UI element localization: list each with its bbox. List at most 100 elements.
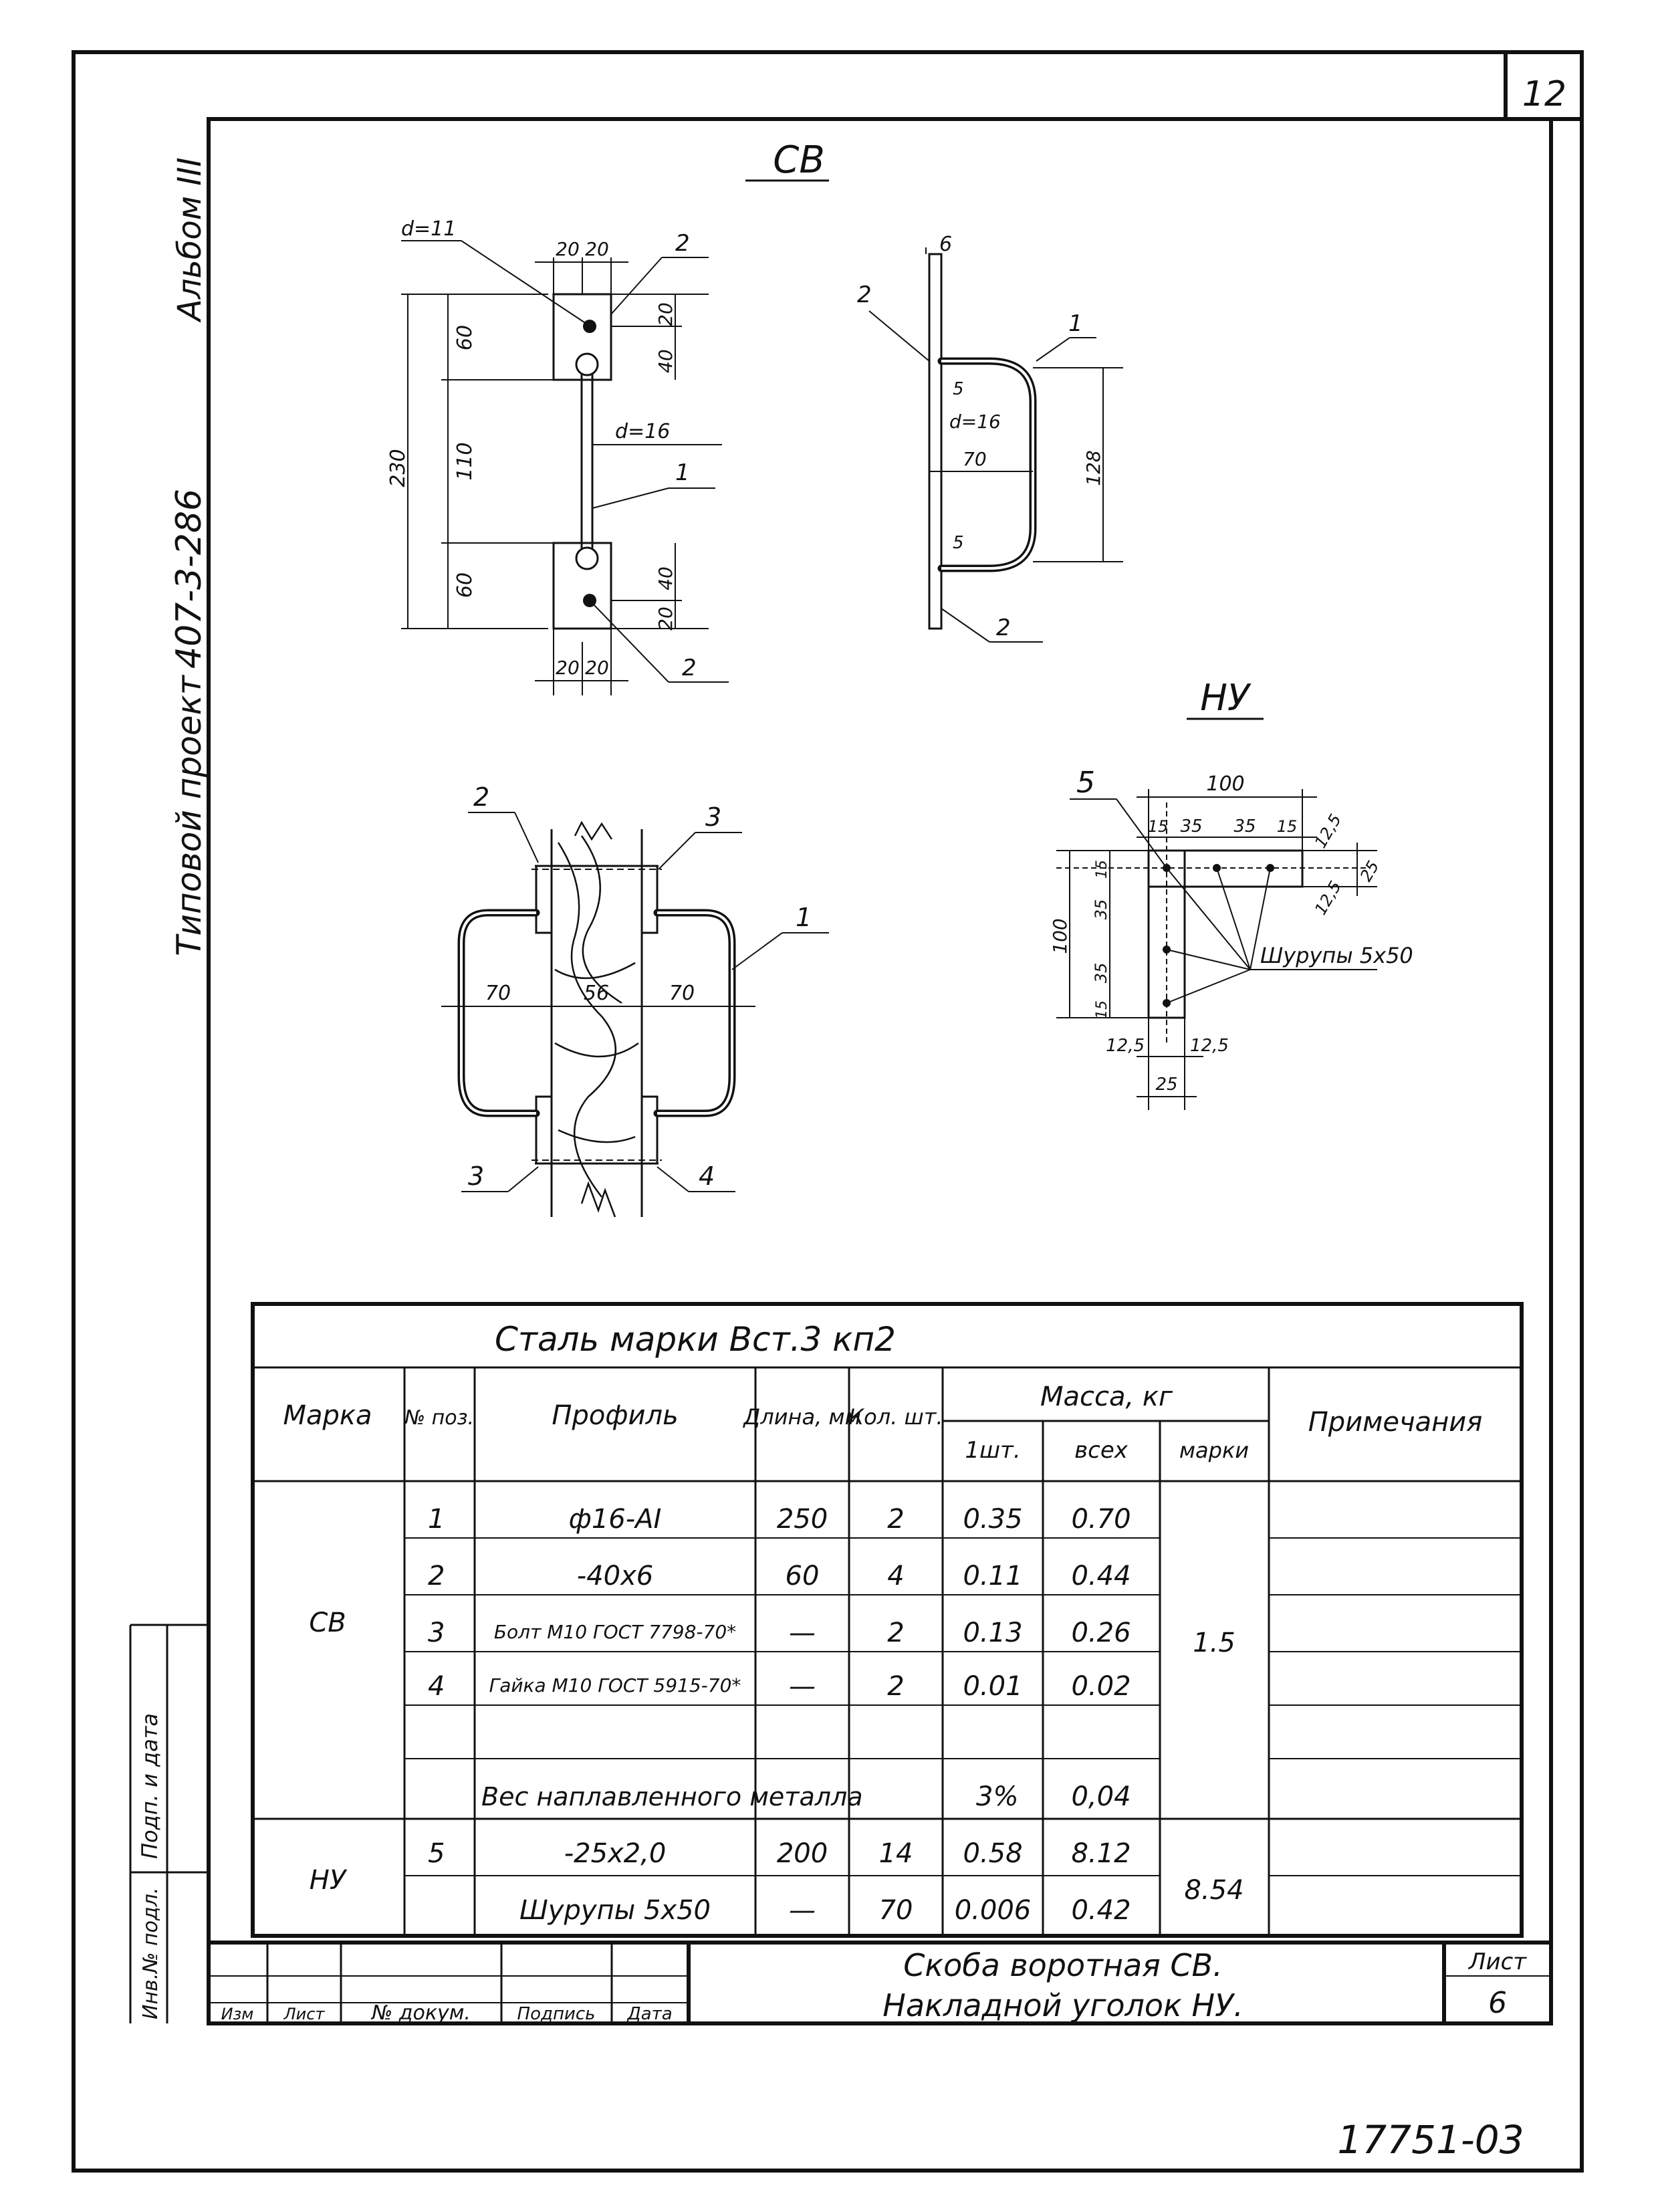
nu-label-5: 5 xyxy=(1076,766,1095,800)
cell-pos: 4 xyxy=(428,1671,445,1702)
dim-w20-c: 20 xyxy=(556,657,580,679)
cell-pos: 5 xyxy=(428,1838,445,1869)
tb-title-line2: Накладной уголок НУ. xyxy=(882,1987,1243,2023)
table-row: 3 Болт М10 ГОСТ 7798-70* — 2 0.13 0.26 xyxy=(428,1618,1131,1648)
tb-col-izm: Изм xyxy=(221,2005,254,2023)
dim-20-bottom: 20 xyxy=(655,606,677,631)
label-d16: d=16 xyxy=(615,420,670,443)
cell-qty: 4 xyxy=(887,1561,904,1591)
spec-table: Сталь марки Вст.3 кп2 Марка № поз. Профи… xyxy=(251,1302,1524,1938)
dim-40-bottom: 40 xyxy=(655,566,677,590)
cell-mass-all: 0.44 xyxy=(1071,1561,1131,1591)
side-dim-128: 128 xyxy=(1082,450,1104,485)
hdr-length: Длина, мм xyxy=(742,1404,860,1430)
nu-mass-mark: 8.54 xyxy=(1184,1875,1244,1906)
nu-dim-12-5-b: 12,5 xyxy=(1311,878,1345,918)
cell-mass-one: 0.35 xyxy=(963,1504,1022,1535)
side-label-6: 6 xyxy=(939,233,952,256)
mark-nu: НУ xyxy=(310,1865,348,1896)
table-row: Шурупы 5х50 — 70 0.006 0.42 xyxy=(519,1895,1131,1926)
tb-col-doc: № докум. xyxy=(370,2001,471,2025)
drawing-sv: СВ 230 60 110 60 20 40 40 20 xyxy=(386,138,1123,695)
cell-pos: 1 xyxy=(428,1504,445,1535)
label-pos2-top: 2 xyxy=(675,230,690,257)
cell-length: — xyxy=(789,1895,816,1926)
cell-profile: -25х2,0 xyxy=(564,1838,667,1869)
side-label-pos2-bottom: 2 xyxy=(996,615,1011,641)
hdr-qty: Кол. шт. xyxy=(848,1404,943,1430)
spec-material: Сталь марки Вст.3 кп2 xyxy=(495,1320,896,1359)
nu-dim-25-bottom: 25 xyxy=(1155,1075,1177,1095)
nu-dim-12-5-d: 12,5 xyxy=(1190,1036,1229,1056)
cell-length: — xyxy=(789,1618,816,1648)
table-row: 1 ф16-AI 250 2 0.35 0.70 xyxy=(428,1504,1131,1535)
cell-profile: Гайка М10 ГОСТ 5915-70* xyxy=(489,1674,741,1696)
dim-w20-d: 20 xyxy=(585,657,609,679)
hdr-mass-all: всех xyxy=(1074,1437,1129,1464)
tb-sheet-label: Лист xyxy=(1467,1949,1527,1975)
nu-dim-100-left: 100 xyxy=(1049,918,1071,954)
cell-mass-all: 0.42 xyxy=(1071,1895,1131,1926)
table-row: 2 -40х6 60 4 0.11 0.44 xyxy=(428,1561,1131,1591)
cell-mass-all: 0.70 xyxy=(1071,1504,1131,1535)
weld-pct: 3% xyxy=(976,1781,1018,1812)
asm-label-3-bottom: 3 xyxy=(468,1162,484,1191)
nu-dim-35-d: 35 xyxy=(1092,963,1110,984)
hdr-profile: Профиль xyxy=(552,1400,678,1431)
nu-dim-25-right: 25 xyxy=(1356,858,1383,885)
tb-sheet-number: 6 xyxy=(1488,1986,1507,2020)
tb-title-line1: Скоба воротная СВ. xyxy=(903,1947,1222,1983)
label-d11: d=11 xyxy=(401,217,456,241)
asm-label-1: 1 xyxy=(796,903,812,932)
side-project-code: 407-3-286 xyxy=(169,489,209,669)
side-dim-d16: d=16 xyxy=(949,411,1001,433)
drawing-assembly: 70 56 70 2 3 1 3 4 xyxy=(441,782,829,1218)
nu-title: НУ xyxy=(1200,677,1252,719)
label-pos1: 1 xyxy=(675,459,690,486)
cell-length: — xyxy=(789,1671,816,1702)
footer-code: 17751-03 xyxy=(1337,2117,1524,2163)
cell-pos: 2 xyxy=(428,1561,445,1591)
cell-profile: Болт М10 ГОСТ 7798-70* xyxy=(494,1621,736,1643)
cell-qty: 2 xyxy=(887,1504,904,1535)
rod-end-top xyxy=(575,352,599,376)
side-dim-70: 70 xyxy=(963,448,987,470)
hole-d11-top xyxy=(583,320,596,333)
side-plate-strip xyxy=(928,253,943,630)
cell-profile: Шурупы 5х50 xyxy=(519,1895,711,1926)
margin-inv-no: Инв.№ подл. xyxy=(139,1888,162,2019)
nu-dim-35-c: 35 xyxy=(1092,899,1110,920)
cell-mass-all: 0.02 xyxy=(1071,1671,1131,1702)
dim-110: 110 xyxy=(453,442,477,480)
cell-mass-one: 0.11 xyxy=(963,1561,1022,1591)
cell-mass-one: 0.58 xyxy=(963,1838,1022,1869)
sv-mass-mark: 1.5 xyxy=(1193,1628,1235,1658)
cell-length: 200 xyxy=(777,1838,828,1869)
sv-title: СВ xyxy=(773,138,825,182)
nu-dim-12-5-a: 12,5 xyxy=(1311,811,1345,851)
cell-profile: -40х6 xyxy=(577,1561,653,1591)
hdr-pos: № поз. xyxy=(403,1406,474,1430)
cell-mass-one: 0.01 xyxy=(963,1671,1022,1702)
nu-screws-label: Шурупы 5х50 xyxy=(1260,943,1413,968)
nu-dim-100-top: 100 xyxy=(1206,772,1244,796)
nu-dim-35a: 35 xyxy=(1180,816,1202,837)
dim-60-top: 60 xyxy=(453,325,477,350)
side-project-prefix: Типовой проект xyxy=(170,674,209,956)
cell-qty: 70 xyxy=(879,1895,913,1926)
table-row: 4 Гайка М10 ГОСТ 5915-70* — 2 0.01 0.02 xyxy=(428,1671,1131,1702)
asm-label-2: 2 xyxy=(473,782,489,812)
tb-col-sign: Подпись xyxy=(517,2004,596,2024)
label-pos2-bottom: 2 xyxy=(682,655,697,681)
table-row: 5 -25х2,0 200 14 0.58 8.12 xyxy=(428,1838,1131,1869)
dim-20-top: 20 xyxy=(655,302,677,326)
cell-mass-all: 8.12 xyxy=(1071,1838,1131,1869)
title-block: Изм Лист № докум. Подпись Дата Скоба вор… xyxy=(209,1941,1551,2025)
nu-dim-35b: 35 xyxy=(1233,816,1256,837)
side-label-pos1: 1 xyxy=(1068,310,1083,337)
cell-qty: 2 xyxy=(887,1618,904,1648)
mark-sv: СВ xyxy=(309,1608,346,1638)
cell-length: 250 xyxy=(777,1504,828,1535)
side-label-pos2-top: 2 xyxy=(857,282,872,308)
